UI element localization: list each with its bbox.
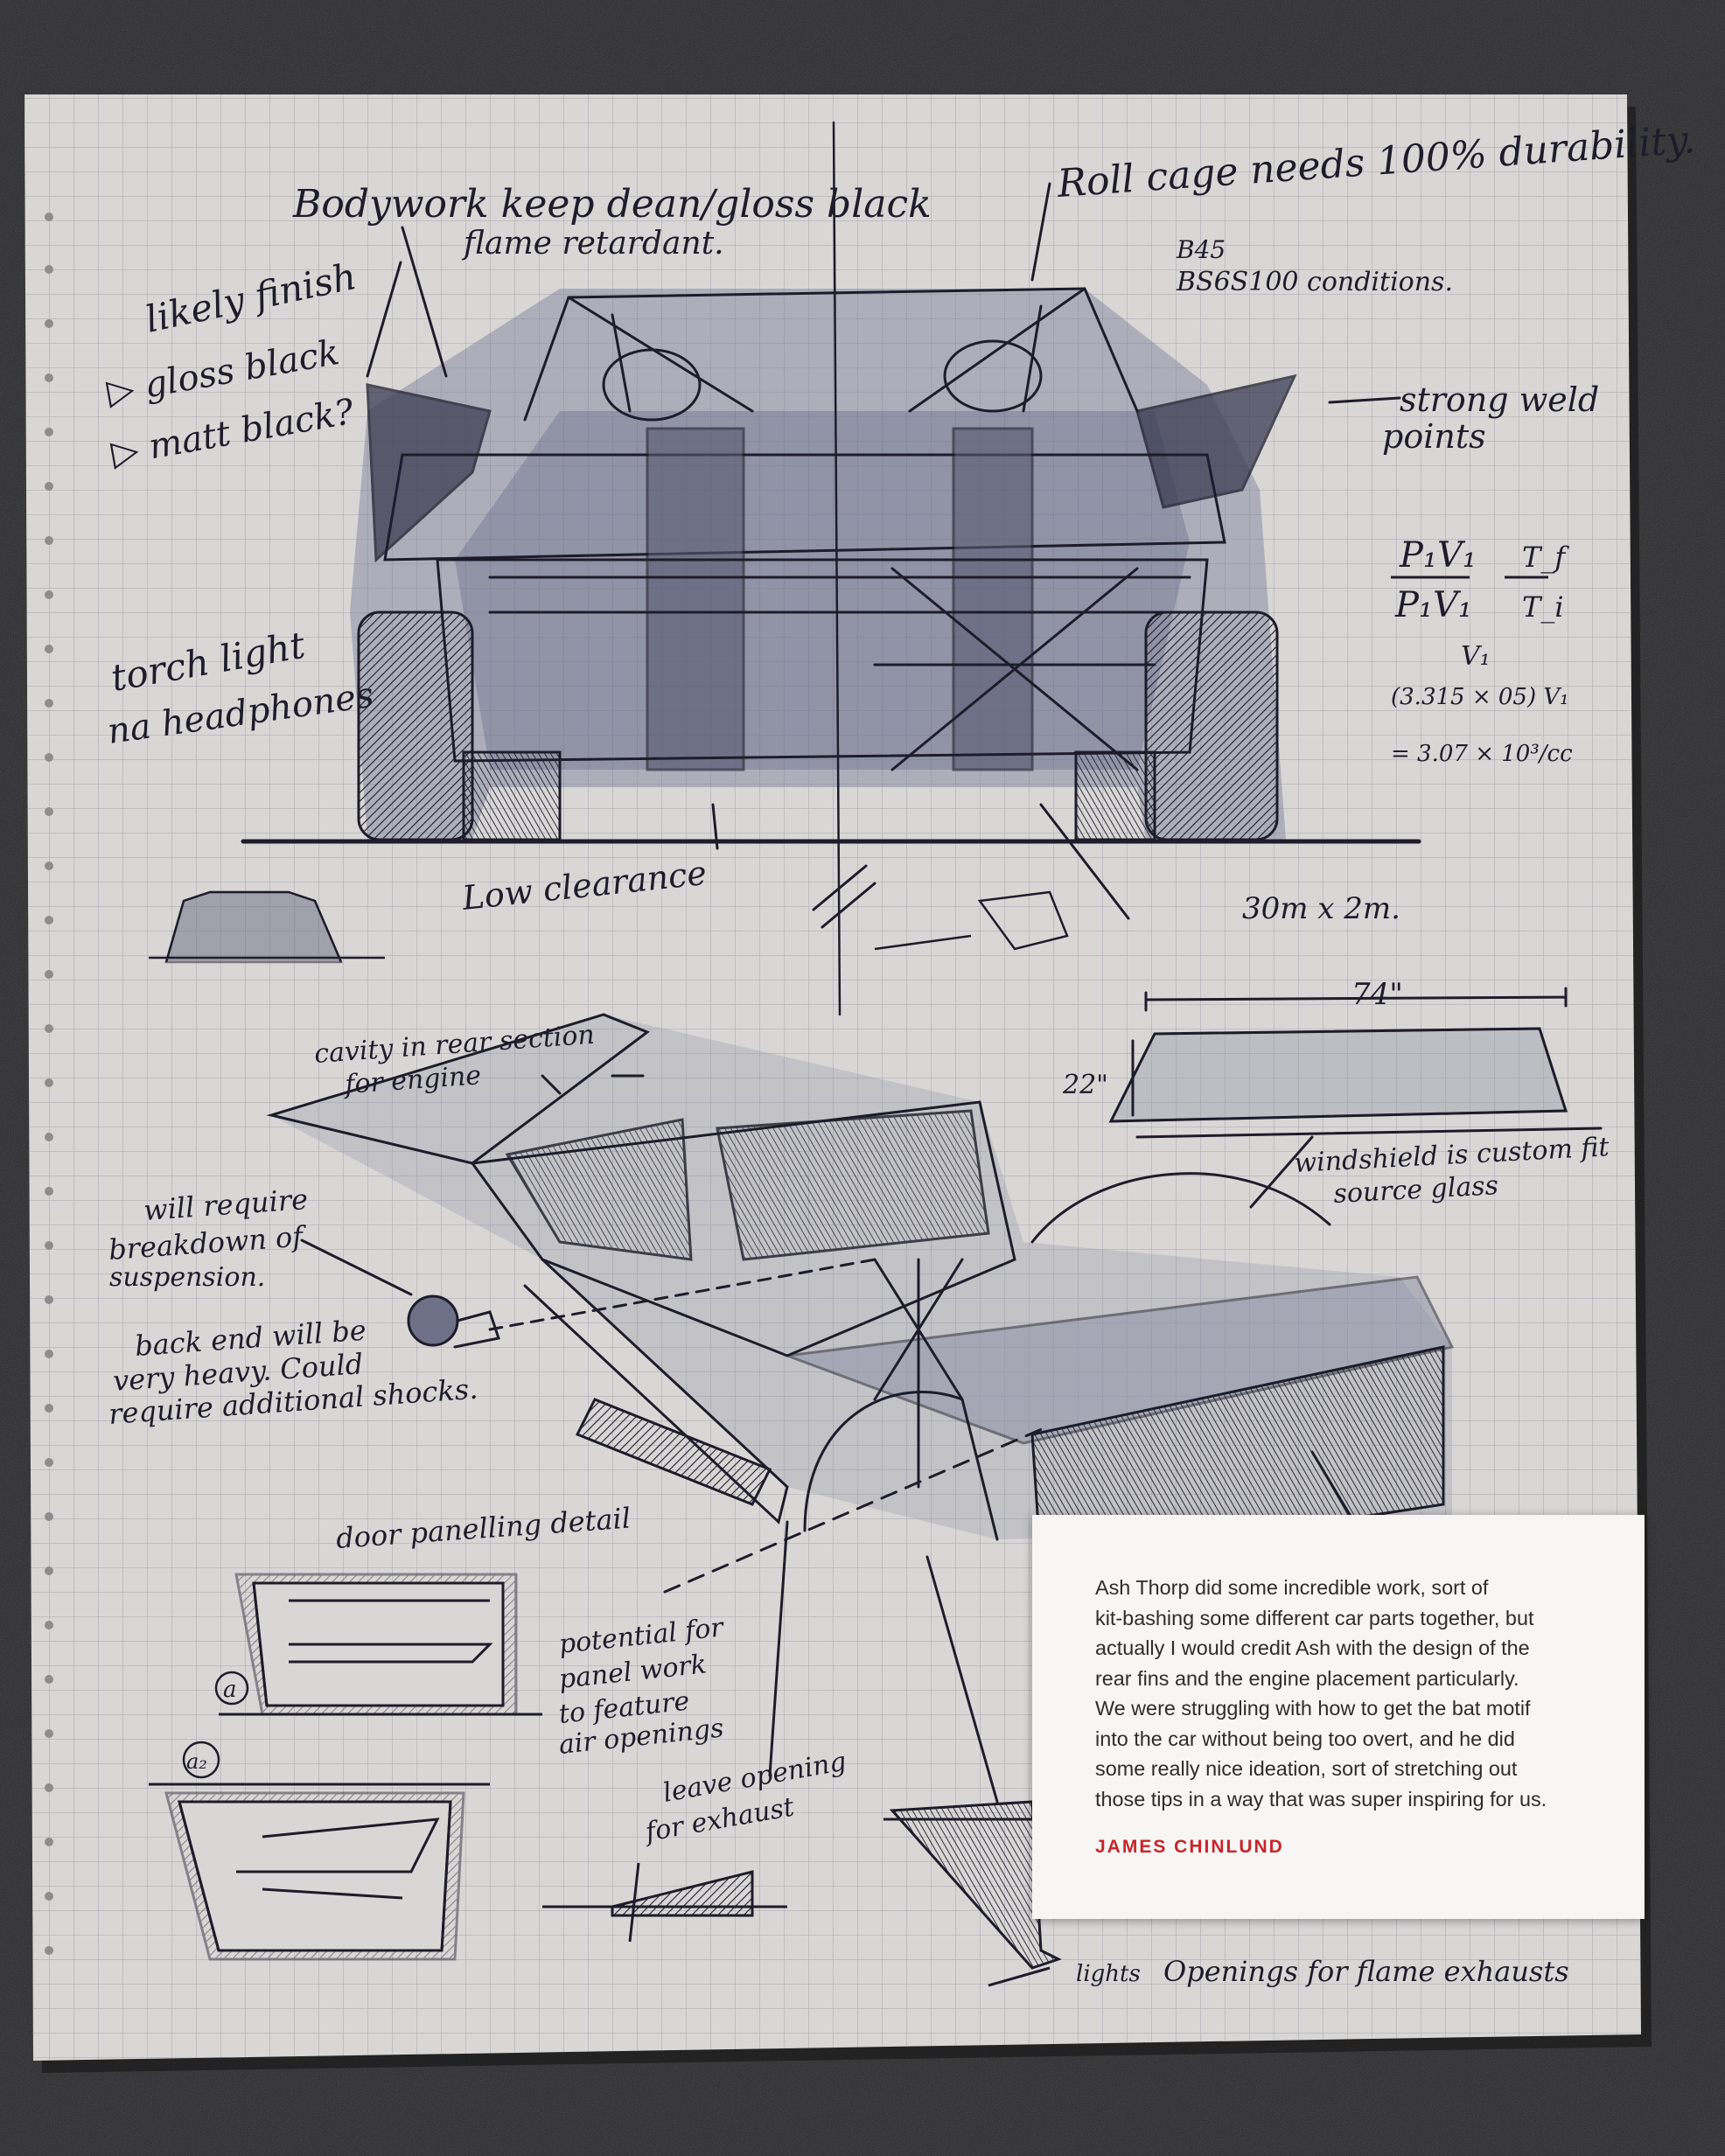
formula-result: = 3.07 × 10³/cc — [1391, 741, 1573, 767]
note-strong-weld-1: strong weld — [1400, 380, 1599, 419]
small-part-sketch — [874, 890, 1069, 951]
quote-line: those tips in a way that was super inspi… — [1095, 1787, 1547, 1811]
car-isometric-sketch — [266, 1013, 1455, 1804]
quote-line: some really nice ideation, sort of stret… — [1095, 1757, 1518, 1780]
quote-line: actually I would credit Ash with the des… — [1095, 1636, 1530, 1659]
label-a: a — [223, 1677, 237, 1703]
note-bs6s100: BS6S100 conditions. — [1176, 267, 1453, 297]
quote-line: into the car without being too overt, an… — [1095, 1727, 1515, 1750]
formula-mult: (3.315 × 05) V₁ — [1391, 684, 1569, 710]
windshield-sketch — [1108, 987, 1603, 1139]
quote-line: We were struggling with how to get the b… — [1095, 1697, 1531, 1720]
note-windshield-height: 22" — [1062, 1070, 1108, 1100]
quote-line: Ash Thorp did some incredible work, sort… — [1095, 1576, 1489, 1599]
binding-holes — [45, 213, 53, 1955]
quote-caption-card: Ash Thorp did some incredible work, sort… — [1032, 1515, 1645, 1919]
formula-tf: T_f — [1522, 541, 1569, 574]
quote-author: JAMES CHINLUND — [1095, 1837, 1284, 1857]
quote-line: rear fins and the engine placement parti… — [1095, 1666, 1519, 1690]
formula-v: V₁ — [1461, 641, 1491, 672]
label-a2: a₂ — [186, 1749, 207, 1774]
quote-text: Ash Thorp did some incredible work, sort… — [1095, 1573, 1583, 1814]
small-car-thumbnail — [149, 890, 385, 964]
door-panel-sketch-a2 — [149, 1783, 490, 1961]
note-b45: B45 — [1176, 235, 1226, 264]
formula-bottom: P₁V₁ — [1394, 585, 1472, 625]
flame-exhaust-sketch — [883, 1800, 1062, 1987]
door-panel-sketch-a — [219, 1573, 542, 1716]
note-flame-exhausts: Openings for flame exhausts — [1163, 1955, 1569, 1988]
note-lights: lights — [1076, 1961, 1141, 1987]
exhaust-detail-sketch — [542, 1862, 787, 1943]
note-strong-weld-2: points — [1382, 417, 1486, 456]
quote-line: kit-bashing some different car parts tog… — [1095, 1606, 1534, 1629]
note-suspension-3: suspension. — [109, 1262, 265, 1293]
note-bodywork-2: flame retardant. — [461, 226, 724, 262]
formula-top: P₁V₁ — [1399, 535, 1477, 576]
formula-ti: T_i — [1522, 590, 1564, 624]
note-windshield-width: 74" — [1351, 977, 1403, 1012]
car-rear-view-sketch — [241, 121, 1421, 1016]
note-bodywork-1: Bodywork keep dean/gloss black — [292, 182, 932, 227]
note-dimension-30m: 30m x 2m. — [1242, 891, 1400, 926]
